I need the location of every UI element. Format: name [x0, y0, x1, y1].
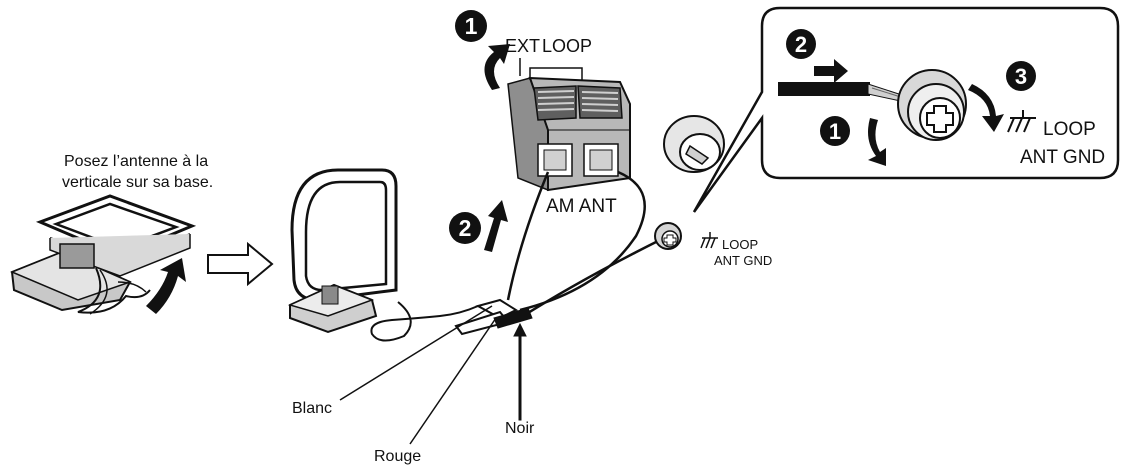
loop-bracket [529, 67, 583, 80]
inset-black-wire [778, 82, 906, 103]
white-wire-label: Blanc [292, 400, 332, 417]
transition-arrow [207, 241, 274, 287]
inset-step-2-badge: 2 [786, 29, 816, 59]
black-wire-label: Noir [505, 420, 535, 437]
svg-text:2: 2 [459, 215, 472, 241]
svg-text:2: 2 [795, 32, 807, 57]
svg-text:3: 3 [1015, 64, 1027, 89]
ground-icon [700, 232, 718, 249]
black-wire-arrow [513, 322, 527, 421]
red-wire-leader [409, 317, 497, 445]
antenna-flat-illustration [10, 194, 197, 315]
svg-text:1: 1 [465, 13, 478, 39]
lever-open-arrow [484, 44, 510, 90]
step-1-badge: 1 [455, 10, 487, 42]
inset-step-1-badge: 1 [820, 116, 850, 146]
white-wire-leader [339, 305, 493, 401]
antenna-lead-coil [370, 301, 479, 342]
inset-ground-icon [1007, 110, 1036, 133]
svg-text:1: 1 [829, 119, 841, 144]
am-antenna-terminal-block [507, 76, 631, 192]
knob-illustration [663, 115, 725, 173]
loop-label: LOOP [542, 36, 592, 56]
loop-antenna-standing [287, 168, 398, 334]
inset-tighten-arrow [968, 84, 1004, 132]
instruction-line-2: verticale sur sa base. [62, 174, 213, 191]
ground-loop-label: LOOP [722, 237, 758, 252]
instruction-line-1: Posez l’antenne à la [64, 153, 208, 170]
inset-ant-gnd-label: ANT GND [1020, 147, 1105, 168]
inset-loosen-arrow [868, 118, 886, 166]
ext-label: EXT [505, 36, 540, 56]
red-wire-label: Rouge [374, 448, 421, 465]
inset-loop-label: LOOP [1043, 119, 1096, 140]
step-2-badge: 2 [449, 212, 481, 244]
inset-push-arrow [814, 59, 848, 83]
raise-antenna-arrow [146, 258, 186, 314]
inset-step-3-badge: 3 [1006, 61, 1036, 91]
am-ant-label: AM ANT [546, 196, 617, 217]
ground-screw [654, 222, 682, 250]
antenna-wires [454, 170, 661, 336]
ground-ant-gnd-label: ANT GND [714, 253, 772, 268]
inset-screw [897, 69, 967, 141]
insert-wire-arrow [484, 200, 508, 252]
